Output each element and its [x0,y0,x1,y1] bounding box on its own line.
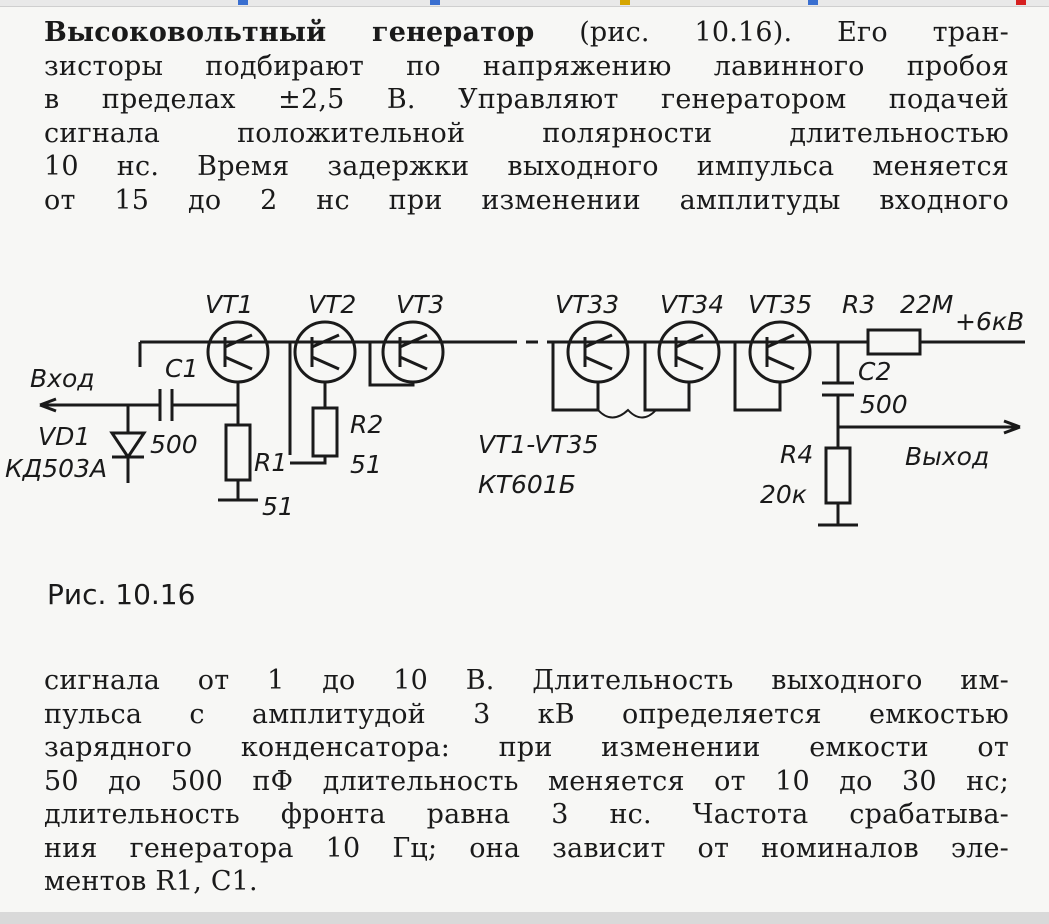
vt33-loop [551,342,600,412]
toolbar-yellow-icon [620,0,630,5]
bottom-scroll-strip [0,912,1049,924]
capacitor-c1 [158,389,174,421]
transistor-internals [223,333,795,371]
label-r1-value: 51 [262,492,294,521]
label-r4-value: 20к [760,480,807,509]
label-c2-value: 500 [860,390,908,419]
label-output: Выход [905,442,989,471]
r1-ground [218,382,258,502]
resistor-r1 [224,423,252,482]
label-r3: R3 [842,290,875,319]
label-transistor-type: КТ601Б [478,470,576,499]
label-vt34: VT34 [660,290,724,319]
label-vt3: VT3 [396,290,444,319]
text-line: сигнала положительной полярности длитель… [44,117,1009,149]
transistor-vt35 [748,320,812,384]
label-c2: C2 [858,357,891,386]
input-arrow [39,397,57,413]
paragraph-bottom: сигнала от 1 до 10 В. Длительность выход… [44,664,1009,899]
vt35-loop [733,342,782,412]
transistor-vt1 [206,320,270,384]
text-line: пульса с амплитудой 3 кВ определяется ем… [44,698,1009,730]
toolbar-red-icon [1016,0,1026,5]
toolbar-blue-icon [430,0,440,5]
browser-toolbar-strip [0,0,1049,7]
label-vt33: VT33 [555,290,619,319]
output-wire [838,419,1021,435]
resistor-r4 [824,446,852,505]
r2-wire [290,456,327,465]
vt3-loop [368,342,415,387]
text-line: зарядного конденсатора: при изменении ем… [44,732,1009,763]
figure-caption: Рис. 10.16 [47,578,196,611]
text-line: ния генератора 10 Гц; она зависит от ном… [44,832,1009,864]
paragraph-top: Высоковольтный генератор (рис. 10.16). Е… [44,16,1009,217]
label-input: Вход [30,364,95,393]
section-title: Высоковольтный генератор [44,17,535,48]
resistor-r2 [311,406,339,458]
text-line: сигнала от 1 до 10 В. Длительность выход… [44,665,1009,696]
resistor-r3 [866,328,922,356]
label-vt35: VT35 [748,290,812,319]
label-vt2: VT2 [308,290,356,319]
interrupt-squiggle [597,408,657,419]
diode-vd1 [109,405,147,483]
r4-ground [818,427,858,527]
transistor-vt2 [293,320,357,384]
capacitor-c2 [822,342,854,427]
label-r3-value: 22M [900,290,953,319]
label-r4: R4 [780,440,813,469]
text-line: длительность фронта равна 3 нс. Частота … [44,799,1009,830]
text-line: Высоковольтный генератор (рис. 10.16). Е… [44,17,1010,48]
text-line: ментов R1, C1. [44,866,258,897]
transistor-vt33 [566,320,630,384]
label-vd1: VD1 [38,422,90,451]
label-vd1-type: КД503А [5,454,107,483]
label-transistor-range: VT1-VT35 [478,430,598,459]
label-r1: R1 [254,448,287,477]
text-line: зисторы подбирают по напряжению лавинног… [44,50,1009,82]
text-line: 50 до 500 пФ длительность меняется от 10… [44,765,1009,797]
label-supply: +6кВ [955,307,1024,336]
toolbar-blue-icon [238,0,248,5]
label-r2: R2 [350,410,383,439]
label-c1: C1 [165,354,198,383]
vt34-loop [643,342,691,412]
text-line: 10 нс. Время задержки выходного импульса… [44,151,1009,182]
text-line: от 15 до 2 нс при изменении амплитуды вх… [44,184,1009,216]
toolbar-blue-icon [808,0,818,5]
label-vt1: VT1 [205,290,253,319]
label-c1-value: 500 [150,430,198,459]
text-line: в пределах ±2,5 В. Управляют генератором… [44,84,1009,115]
circuit-schematic: VT1 VT2 VT3 VT33 VT34 VT35 R3 22M +6кВ В… [5,290,1025,527]
label-r2-value: 51 [350,450,382,479]
transistor-vt34 [657,320,721,384]
transistor-vt3 [381,320,445,384]
